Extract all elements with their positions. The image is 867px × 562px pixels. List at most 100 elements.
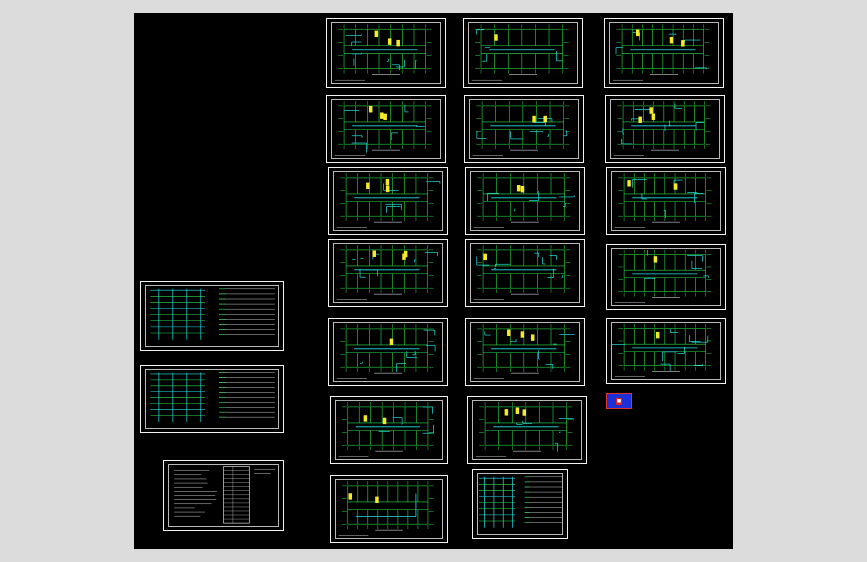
equipment-mark [649, 107, 653, 114]
equipment-mark [494, 34, 498, 41]
sheet-frame [470, 322, 580, 382]
sheet-drawing [473, 245, 571, 300]
sheet-frame [609, 22, 719, 84]
sheet-frame [468, 22, 578, 84]
floor-plan-sheet[interactable] [606, 167, 726, 235]
building-outline [345, 328, 428, 368]
floor-plan-sheet[interactable] [330, 396, 448, 464]
sheet-frame [611, 248, 721, 306]
brand-stamp-icon: ■ [606, 393, 632, 409]
floor-plan-sheet[interactable] [328, 318, 448, 386]
sheet-drawing [614, 249, 712, 303]
sheet-drawing [475, 402, 574, 457]
sheet-drawing [338, 402, 434, 457]
equipment-mark [507, 329, 511, 336]
sheet-drawing [611, 323, 712, 377]
equipment-mark [366, 182, 370, 190]
sheet-drawing [150, 288, 275, 340]
floor-plan-sheet[interactable] [326, 18, 446, 88]
equipment-mark [396, 39, 400, 47]
equipment-mark [374, 30, 379, 38]
sheet-drawing [336, 245, 438, 300]
sheet-frame [470, 171, 580, 231]
floor-plan-sheet[interactable] [465, 318, 585, 386]
drawing-canvas[interactable] [134, 13, 733, 549]
floor-plan-sheet[interactable] [465, 167, 585, 235]
sheet-frame [335, 479, 443, 539]
building-outline [347, 406, 429, 446]
sheet-frame [331, 99, 441, 159]
sheet-frame [611, 322, 721, 380]
floor-plan-sheet[interactable] [604, 18, 724, 88]
sheet-frame [610, 99, 720, 159]
sheet-drawing [612, 24, 710, 81]
sheet-drawing [336, 173, 441, 228]
sheet-frame [145, 285, 279, 347]
sheet-drawing [334, 101, 432, 156]
sheet-frame [333, 171, 443, 231]
sheet-drawing [473, 173, 575, 228]
floor-plan-sheet[interactable] [328, 239, 448, 307]
building-outline [343, 105, 426, 145]
equipment-mark [543, 115, 547, 123]
equipment-mark [651, 113, 656, 120]
system-diagram-sheet[interactable] [140, 365, 284, 433]
floor-plan-sheet[interactable] [465, 239, 585, 307]
equipment-mark [375, 496, 379, 503]
floor-plan-sheet[interactable] [328, 167, 448, 235]
floor-plan-sheet[interactable] [606, 318, 726, 384]
equipment-mark [627, 180, 631, 187]
equipment-mark [363, 415, 368, 422]
sheet-frame [331, 22, 441, 84]
equipment-mark [383, 113, 387, 121]
sheet-drawing [338, 481, 434, 536]
equipment-mark [504, 409, 509, 416]
equipment-mark [516, 185, 521, 192]
floor-plan-sheet[interactable] [326, 95, 446, 163]
legend-sheet[interactable] [163, 460, 284, 531]
equipment-mark [348, 493, 353, 500]
sheet-frame [333, 322, 443, 382]
equipment-mark [669, 36, 674, 44]
sheet-frame [470, 243, 580, 303]
building-outline [343, 28, 426, 69]
equipment-mark [483, 253, 487, 261]
sheet-drawing [613, 101, 711, 156]
sheet-frame [472, 400, 582, 460]
sheet-frame [611, 171, 721, 231]
equipment-mark [403, 250, 408, 258]
sheet-frame [477, 473, 563, 535]
sheet-drawing [478, 476, 562, 528]
building-outline [345, 177, 428, 217]
equipment-mark [387, 38, 392, 45]
sheet-frame [333, 243, 443, 303]
floor-plan-sheet[interactable] [467, 396, 587, 464]
sheet-frame [469, 99, 579, 159]
equipment-mark [389, 338, 394, 346]
equipment-mark [673, 183, 678, 190]
system-diagram-sheet[interactable] [472, 469, 568, 539]
equipment-mark [530, 334, 535, 341]
floor-plan-sheet[interactable] [463, 18, 583, 88]
floor-plan-sheet[interactable] [330, 475, 448, 543]
equipment-mark [520, 331, 525, 338]
sheet-frame [335, 400, 443, 460]
equipment-mark [655, 331, 660, 339]
equipment-mark [515, 407, 520, 414]
sheet-drawing [150, 372, 275, 423]
sheet-drawing [473, 324, 575, 379]
equipment-mark [635, 29, 640, 37]
sheet-frame [145, 369, 279, 429]
sheet-drawing [174, 466, 276, 524]
equipment-mark [653, 256, 658, 263]
sheet-drawing [334, 24, 432, 81]
system-diagram-sheet[interactable] [140, 281, 284, 351]
floor-plan-sheet[interactable] [605, 95, 725, 163]
building-outline [345, 249, 428, 289]
floor-plan-sheet[interactable] [606, 244, 726, 310]
equipment-mark [385, 185, 390, 193]
sheet-drawing [336, 324, 436, 379]
floor-plan-sheet[interactable] [464, 95, 584, 163]
sheet-drawing [614, 173, 712, 228]
equipment-mark [532, 115, 536, 123]
